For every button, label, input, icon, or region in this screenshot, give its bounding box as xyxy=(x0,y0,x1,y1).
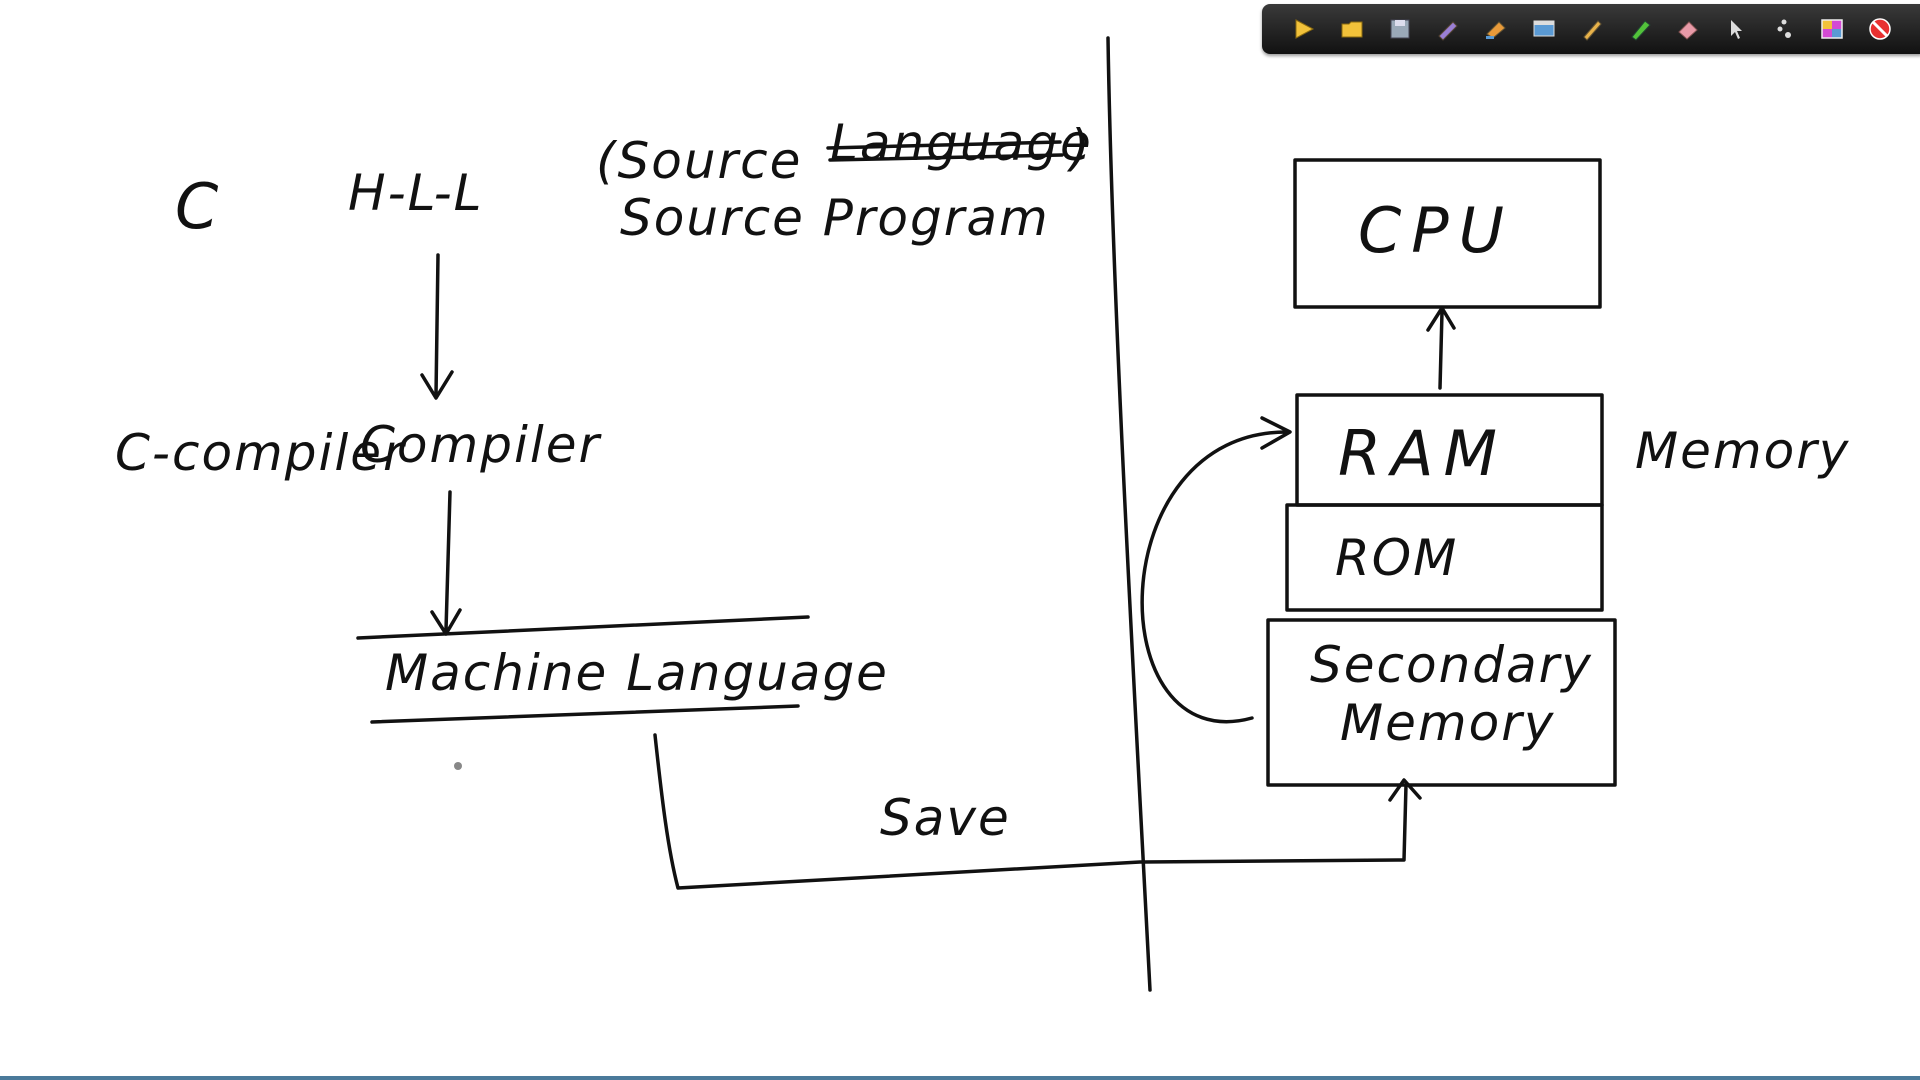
secondary-memory-box xyxy=(1266,618,1617,787)
ram-label: RAM xyxy=(1338,417,1507,490)
strikethrough-line-2 xyxy=(828,153,1064,162)
machine-language-bottom-line xyxy=(370,704,800,724)
strikethrough-line xyxy=(826,140,1062,150)
color-palette-icon[interactable] xyxy=(1818,15,1846,43)
folder-icon[interactable] xyxy=(1338,15,1366,43)
eraser-icon[interactable] xyxy=(1674,15,1702,43)
arrow-hll-to-compiler xyxy=(420,253,454,400)
vertical-divider xyxy=(1106,36,1152,992)
pointer-icon[interactable] xyxy=(1722,15,1750,43)
smudge-mark xyxy=(454,762,462,770)
marker-green-icon[interactable] xyxy=(1626,15,1654,43)
secondary-memory-line2: Memory xyxy=(1340,694,1555,752)
hll-label: H-L-L xyxy=(348,164,484,222)
secondary-memory-line1: Secondary xyxy=(1310,636,1593,694)
bottom-border xyxy=(0,1076,1920,1080)
memory-label: Memory xyxy=(1635,422,1850,480)
arrow-ram-to-cpu xyxy=(1426,306,1456,390)
save-disk-icon[interactable] xyxy=(1386,15,1414,43)
play-icon[interactable] xyxy=(1290,15,1318,43)
pen-purple-icon[interactable] xyxy=(1434,15,1462,43)
machine-language-top-line xyxy=(356,615,810,640)
machine-language-label: Machine Language xyxy=(385,644,889,702)
save-path xyxy=(653,733,1422,890)
source-language-close: ) xyxy=(1066,119,1092,177)
stop-icon[interactable] xyxy=(1866,15,1894,43)
c-label: C xyxy=(175,170,228,243)
arrow-compiler-to-machine xyxy=(430,490,462,636)
rom-box xyxy=(1285,503,1604,612)
rom-label: ROM xyxy=(1335,529,1458,587)
source-program-label: Source Program xyxy=(620,189,1050,247)
pencil-icon[interactable] xyxy=(1578,15,1606,43)
highlighter-icon[interactable] xyxy=(1482,15,1510,43)
screen-icon[interactable] xyxy=(1530,15,1558,43)
dots-icon[interactable] xyxy=(1770,15,1798,43)
c-compiler-label: C-compiler xyxy=(115,424,407,482)
source-language-prefix: (Source xyxy=(596,132,802,190)
save-label: Save xyxy=(880,789,1011,847)
annotation-toolbar xyxy=(1262,4,1920,54)
cpu-label: CPU xyxy=(1358,194,1514,267)
compiler-label: Compiler xyxy=(360,416,602,474)
arrow-secondary-to-ram xyxy=(1140,416,1292,724)
cpu-box xyxy=(1293,158,1602,309)
